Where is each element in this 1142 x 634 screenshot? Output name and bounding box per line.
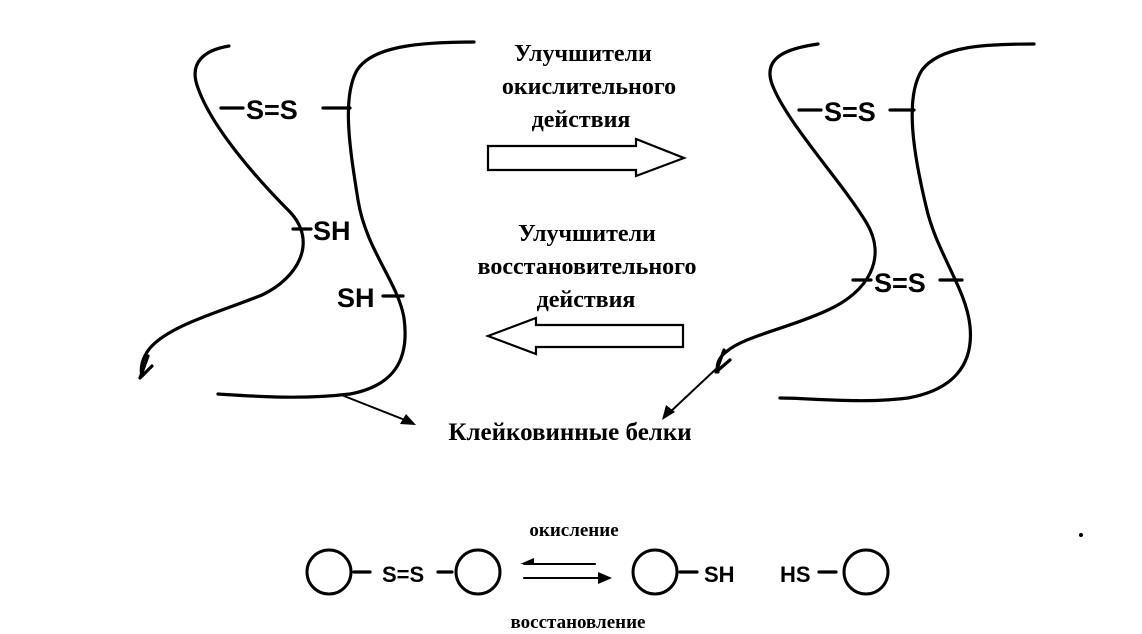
reaction-hs-label: HS xyxy=(780,562,811,587)
right-ss-bond-1: S=S xyxy=(824,97,876,127)
oxidation-arrow-group: Улучшители окислительного действия xyxy=(486,41,688,178)
molecule-circle-4 xyxy=(842,548,890,596)
right-caption-pointer xyxy=(667,367,718,415)
bottom-arrow-line-3: действия xyxy=(537,287,636,313)
right-protein-strand-end-hook xyxy=(714,348,732,374)
left-protein: S=S SH SH xyxy=(138,40,476,425)
molecule-circle-1 xyxy=(305,548,353,596)
left-protein-strand-outer xyxy=(139,44,305,378)
left-block-arrow xyxy=(484,316,685,356)
right-caption-pointer-head xyxy=(662,405,675,420)
reduction-label: восстановление xyxy=(511,612,646,633)
left-protein-strand-inner xyxy=(216,40,476,399)
left-sh-group-2: SH xyxy=(337,283,375,313)
oxidation-label: окисление xyxy=(529,520,618,541)
reduction-arrow-group: Улучшители восстановительного действия xyxy=(478,221,697,356)
top-arrow-line-1: Улучшители xyxy=(514,41,652,67)
right-ss-bond-2: S=S xyxy=(874,268,926,298)
top-arrow-line-3: действия xyxy=(532,107,631,133)
protein-caption: Клейковинные белки xyxy=(448,419,691,446)
reaction-ss-label: S=S xyxy=(382,562,424,587)
right-protein: S=S S=S xyxy=(662,42,1036,420)
stray-dot xyxy=(1079,533,1083,537)
reaction-sh-label: SH xyxy=(704,562,735,587)
bottom-arrow-line-2: восстановительного xyxy=(478,254,697,280)
left-caption-pointer xyxy=(343,395,411,423)
left-protein-strand-end-hook xyxy=(138,354,154,380)
right-protein-strand-inner xyxy=(778,42,1036,403)
molecule-circle-2 xyxy=(454,548,502,596)
left-caption-pointer-head xyxy=(400,414,416,425)
equilibrium-arrow-right-head xyxy=(598,572,612,584)
left-sh-group-1: SH xyxy=(313,216,351,246)
redox-reaction: S=S окисление восстановление SH HS xyxy=(305,520,890,633)
top-arrow-line-2: окислительного xyxy=(502,74,676,100)
left-ss-bond-label: S=S xyxy=(246,95,298,125)
right-protein-strand-outer xyxy=(715,42,877,374)
bottom-arrow-line-1: Улучшители xyxy=(518,221,656,247)
equilibrium-arrow-left-head xyxy=(520,558,534,564)
right-block-arrow xyxy=(486,137,688,178)
molecule-circle-3 xyxy=(631,548,679,596)
